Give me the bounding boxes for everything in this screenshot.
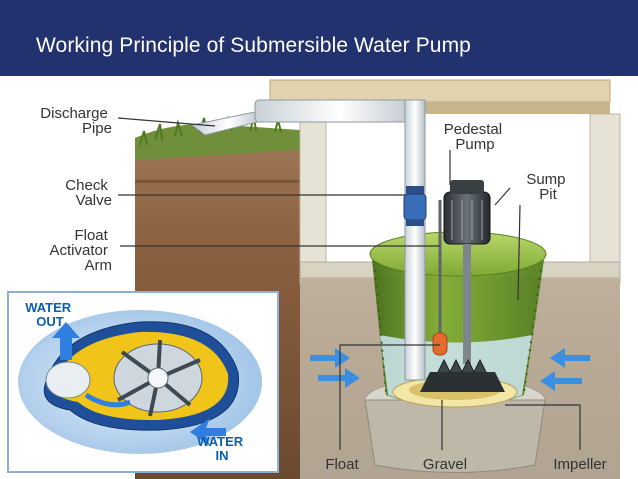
impeller-inset — [7, 291, 279, 473]
label-water-out: WATER OUT — [25, 300, 75, 329]
label-pedestal-pump: Pedestal Pump — [444, 121, 507, 153]
label-check-valve: Check Valve — [65, 177, 112, 209]
label-impeller: Impeller — [553, 456, 606, 473]
slide-title: Working Principle of Submersible Water P… — [36, 34, 471, 57]
label-float: Float — [325, 456, 359, 473]
pump-diagram: Discharge Pipe Check Valve Float Activat… — [7, 79, 621, 479]
label-water-in: WATER IN — [197, 434, 247, 463]
discharge-pipe — [190, 99, 427, 381]
title-bar: Working Principle of Submersible Water P… — [0, 0, 638, 76]
label-gravel: Gravel — [423, 456, 467, 473]
pedestal-pump — [420, 180, 505, 392]
label-float-activator-arm: Float Activator Arm — [49, 227, 112, 274]
leader-lines — [117, 117, 581, 450]
float-activator-arm — [432, 200, 448, 356]
label-sump-pit: Sump Pit — [526, 171, 569, 203]
label-discharge-pipe: Discharge Pipe — [40, 105, 112, 137]
